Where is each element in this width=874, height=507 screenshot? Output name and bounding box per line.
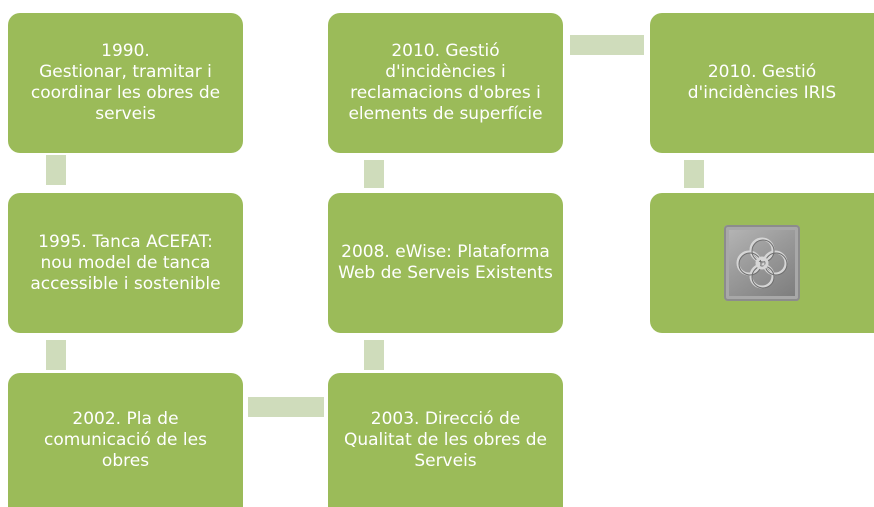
node-1995-line2: nou model de tanca	[40, 252, 211, 273]
node-2003: 2003. Direcció de Qualitat de les obres …	[328, 373, 563, 507]
connector-2010a-2010b	[570, 35, 644, 55]
node-2010-reclamacions: 2010. Gestió d'incidències i reclamacion…	[328, 13, 563, 153]
flower-icon	[736, 237, 788, 289]
node-tile	[650, 193, 874, 333]
node-2010a-line4: elements de superfície	[348, 104, 543, 124]
connector-2008-2010a	[364, 160, 384, 188]
node-2010-iris: 2010. Gestió d'incidències IRIS	[650, 13, 874, 153]
node-2002-line3: obres	[101, 450, 150, 471]
node-1995-line1: 1995. Tanca ACEFAT:	[38, 231, 213, 252]
node-1995-line3: accessible i sostenible	[30, 273, 221, 294]
node-1990-line1: 1990.	[101, 41, 150, 61]
node-1990: 1990. Gestionar, tramitar i coordinar le…	[8, 13, 243, 153]
node-1995: 1995. Tanca ACEFAT: nou model de tanca a…	[8, 193, 243, 333]
node-2003-line2: Qualitat de les obres de	[343, 429, 548, 450]
node-2010b-line1: 2010. Gestió	[707, 62, 817, 82]
connector-1995-2002	[46, 340, 66, 370]
node-2010a-line2: d'incidències i	[385, 62, 506, 82]
node-2002: 2002. Pla de comunicació de les obres	[8, 373, 243, 507]
connector-2010b-tile	[684, 160, 704, 188]
barcelona-panot-flower-tile-icon	[724, 225, 800, 301]
node-2008: 2008. eWise: Plataforma Web de Serveis E…	[328, 193, 563, 333]
node-2002-line1: 2002. Pla de	[72, 408, 179, 429]
node-2010a-line1: 2010. Gestió	[391, 41, 500, 61]
node-2008-line1: 2008. eWise: Plataforma	[341, 242, 550, 262]
node-1990-line2: Gestionar, tramitar i	[39, 62, 212, 82]
node-1990-line4: serveis	[95, 104, 156, 124]
connector-2003-2008	[364, 340, 384, 370]
node-2003-line1: 2003. Direcció de	[370, 408, 521, 429]
node-2002-line2: comunicació de les	[44, 429, 207, 450]
connector-2002-2003	[248, 397, 324, 417]
node-1990-line3: coordinar les obres de	[30, 83, 221, 103]
node-2010a-line3: reclamacions d'obres i	[350, 83, 541, 103]
node-2003-line3: Serveis	[414, 450, 477, 471]
node-2010b-line2: d'incidències IRIS	[687, 83, 837, 103]
connector-1990-1995	[46, 155, 66, 185]
node-2008-line2: Web de Serveis Existents	[338, 263, 553, 283]
